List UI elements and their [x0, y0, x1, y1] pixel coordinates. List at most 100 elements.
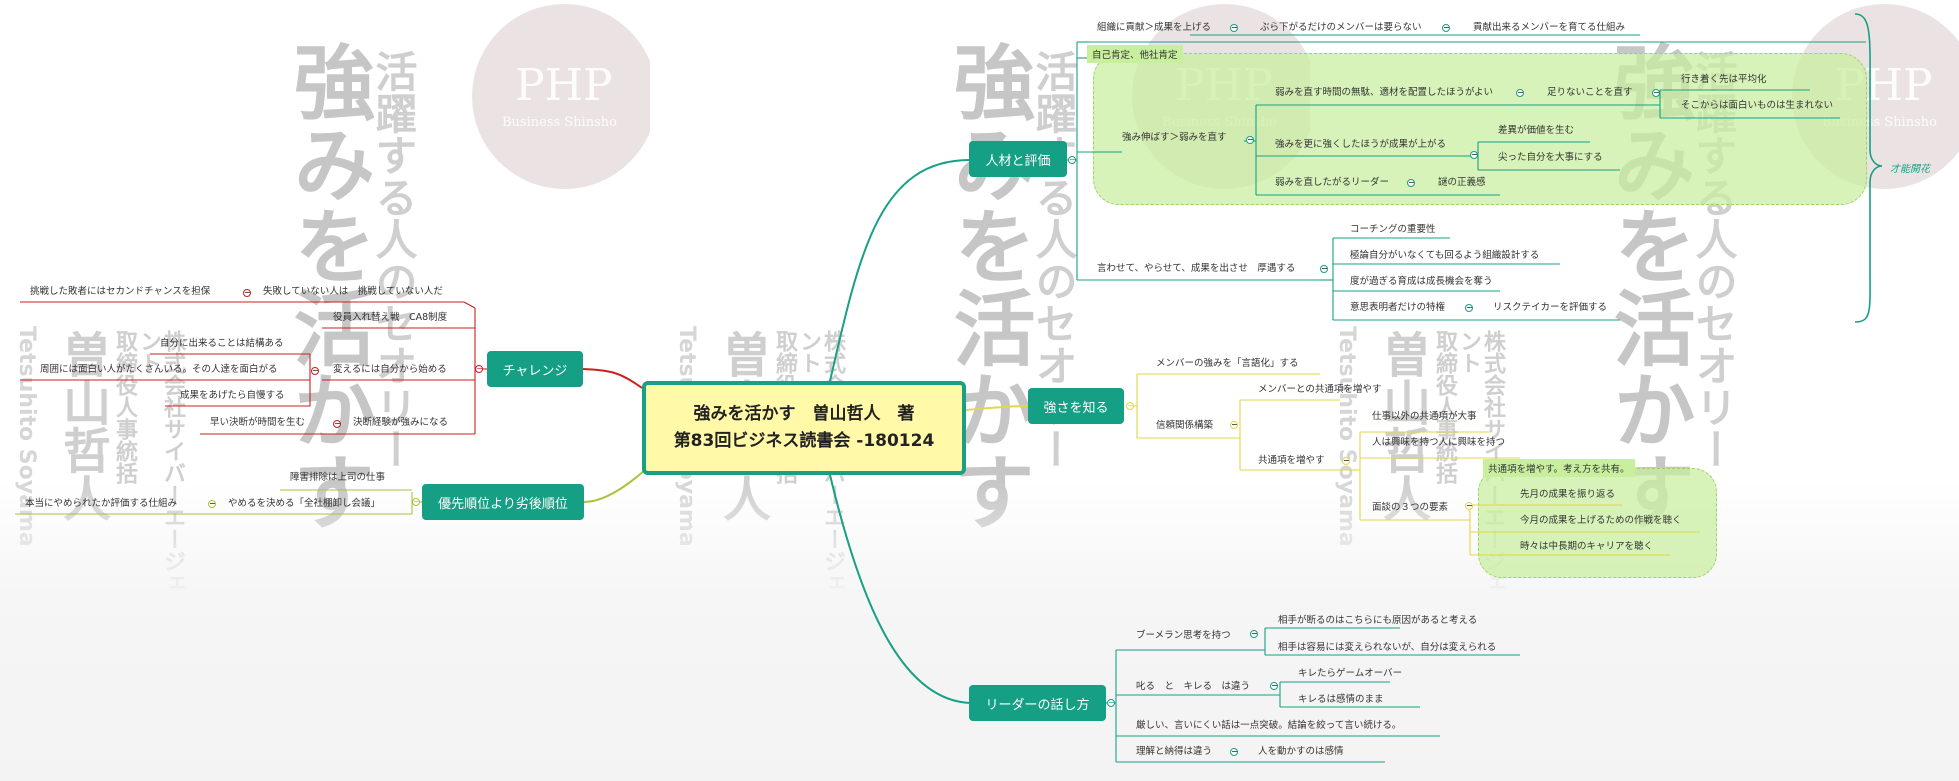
- toggle-iwasete[interactable]: −: [1320, 264, 1328, 273]
- toggle-kyoutsuu[interactable]: −: [1342, 456, 1350, 465]
- topic-challenge[interactable]: チャレンジ: [487, 351, 583, 387]
- toggle-sara[interactable]: −: [1470, 150, 1478, 159]
- jinzai-lines: [829, 13, 1883, 382]
- node-boomerang[interactable]: ブーメラン思考を持つ: [1136, 630, 1231, 641]
- node-shikaru-1[interactable]: キレたらゲームオーバー: [1298, 668, 1403, 679]
- node-mendan-1[interactable]: 先月の成果を振り返る: [1520, 489, 1616, 500]
- toggle-kaeru[interactable]: −: [311, 366, 319, 375]
- node-kaeru[interactable]: 変えるには自分から始める: [333, 364, 447, 375]
- node-mendan[interactable]: 面談の３つの要素: [1372, 502, 1449, 513]
- tsuyosa-lines: [965, 373, 1700, 556]
- node-rikai[interactable]: 理解と納得は違う: [1136, 746, 1213, 757]
- node-boomerang-2[interactable]: 相手は容易には変えられないが、自分は変えられる: [1278, 642, 1497, 653]
- topic-priority[interactable]: 優先順位より劣後順位: [422, 484, 584, 520]
- toggle-shikaru[interactable]: −: [1270, 681, 1278, 690]
- node-no-failure[interactable]: 失敗していない人は 挑戦していない人だ: [263, 286, 443, 297]
- toggle-burasagari[interactable]: −: [1442, 23, 1450, 32]
- central-topic[interactable]: 強みを活かす 曽山哲人 著 第83回ビジネス読書会 -180124: [642, 381, 966, 475]
- callout-jiko[interactable]: 自己肯定、他社肯定: [1087, 45, 1183, 63]
- node-kouken[interactable]: 貢献出来るメンバーを育てる仕組み: [1473, 22, 1626, 33]
- toggle-ishi[interactable]: −: [1465, 303, 1473, 312]
- php-logo-text: PHP: [515, 60, 613, 111]
- node-rikai-child[interactable]: 人を動かすのは感情: [1258, 746, 1344, 757]
- node-mendan-2[interactable]: 今月の成果を上げるための作戦を聴く: [1520, 515, 1682, 526]
- node-yameru-child[interactable]: 本当にやめられたか評価する仕組み: [25, 498, 178, 509]
- cloud-mendan: [1478, 468, 1717, 578]
- node-tsuyomi[interactable]: 強み伸ばす＞弱みを直す: [1122, 132, 1227, 143]
- node-kyokuron[interactable]: 極論自分がいなくても回るよう組織設計する: [1350, 250, 1540, 261]
- node-burasagari[interactable]: ぶら下がるだけのメンバーは要らない: [1260, 22, 1422, 33]
- leader-lines: [829, 474, 1520, 763]
- topic-jinzai[interactable]: 人材と評価: [969, 141, 1067, 177]
- node-nazo[interactable]: 謎の正義感: [1438, 177, 1486, 188]
- toggle-yowami[interactable]: −: [1516, 88, 1524, 97]
- toggle-naoshita[interactable]: −: [1407, 178, 1415, 187]
- node-ikusei[interactable]: 度が過ぎる育成は成長機会を奪う: [1350, 276, 1493, 287]
- toggle-tarinai[interactable]: −: [1652, 88, 1660, 97]
- topic-tsuyosa[interactable]: 強さを知る: [1028, 388, 1124, 424]
- node-yameru[interactable]: やめるを決める「全社棚卸し会議」: [228, 498, 381, 509]
- node-naoshita[interactable]: 弱みを直したがるリーダー: [1275, 177, 1390, 188]
- toggle-mendan[interactable]: −: [1465, 501, 1473, 510]
- toggle-rikai[interactable]: −: [1230, 747, 1238, 756]
- central-subtitle: 第83回ビジネス読書会 -180124: [673, 431, 935, 451]
- toggle-shinrai[interactable]: −: [1230, 420, 1238, 429]
- node-kyoutsuu-fuyasu[interactable]: メンバーとの共通項を増やす: [1258, 384, 1382, 395]
- node-risk[interactable]: リスクテイカーを評価する: [1493, 302, 1608, 313]
- central-title: 強みを活かす 曽山哲人 著: [693, 404, 915, 424]
- node-tarinai[interactable]: 足りないことを直す: [1547, 87, 1633, 98]
- node-kyoutsuu[interactable]: 共通項を増やす: [1258, 455, 1325, 466]
- node-kaeru-3[interactable]: 成果をあげたら自慢する: [180, 390, 285, 401]
- node-iwasete[interactable]: 言わせて、やらせて、成果を出させ 厚遇する: [1097, 263, 1296, 274]
- node-gengoka[interactable]: メンバーの強みを「言語化」する: [1156, 358, 1299, 369]
- node-soshiki[interactable]: 組織に貢献＞成果を上げる: [1097, 22, 1212, 33]
- toggle-yameru[interactable]: −: [208, 499, 216, 508]
- summary-label[interactable]: 才能開花: [1890, 164, 1930, 175]
- node-shikaru[interactable]: 叱る と キレる は違う: [1136, 681, 1251, 692]
- node-yakuin[interactable]: 役員入れ替え戦 CA8制度: [333, 312, 448, 323]
- php-logo-circle: [472, 4, 650, 189]
- toggle-challenge-top[interactable]: −: [243, 288, 251, 297]
- cover-role: 取締役人事統括: [112, 330, 137, 484]
- cover-subtitle: 活躍する人のセオリー: [369, 50, 418, 470]
- node-sai[interactable]: 差異が価値を生む: [1498, 125, 1575, 136]
- toggle-jinzai[interactable]: −: [1068, 155, 1076, 164]
- toggle-tsuyomi[interactable]: −: [1246, 135, 1254, 144]
- node-mendan-3[interactable]: 時々は中長期のキャリアを聴く: [1520, 541, 1654, 552]
- node-boomerang-1[interactable]: 相手が断るのはこちらにも原因があると考える: [1278, 615, 1478, 626]
- cloud-strengths: [1093, 53, 1867, 205]
- toggle-tsuyosa[interactable]: −: [1126, 401, 1134, 410]
- node-kaeru-2[interactable]: 周囲には面白い人がたくさんいる。その人達を面白がる: [40, 364, 278, 375]
- node-shinrai[interactable]: 信頼関係構築: [1156, 420, 1214, 431]
- node-hayai[interactable]: 早い決断が時間を生む: [210, 417, 306, 428]
- node-shigoto[interactable]: 仕事以外の共通項が大事: [1372, 411, 1477, 422]
- node-coaching[interactable]: コーチングの重要性: [1350, 224, 1436, 235]
- toggle-leader[interactable]: −: [1107, 698, 1115, 707]
- node-kibishii[interactable]: 厳しい、言いにくい話は一点突破。結論を絞って言い続ける。: [1136, 720, 1402, 731]
- node-second-chance[interactable]: 挑戦した敗者にはセカンドチャンスを担保: [30, 286, 211, 297]
- node-omoshiroku[interactable]: そこからは面白いものは生まれない: [1681, 100, 1834, 111]
- node-shikaru-2[interactable]: キレるは感情のまま: [1298, 694, 1384, 705]
- toggle-boomerang[interactable]: −: [1250, 629, 1258, 638]
- node-ishi[interactable]: 意思表明者だけの特権: [1350, 302, 1446, 313]
- node-heikin[interactable]: 行き着く先は平均化: [1681, 74, 1767, 85]
- toggle-hayai[interactable]: −: [333, 419, 341, 428]
- cover-title: 強みを活かす: [279, 40, 374, 532]
- node-kaeru-1[interactable]: 自分に出来ることは結構ある: [160, 338, 284, 349]
- node-hayai-child[interactable]: 決断経験が強みになる: [353, 417, 449, 428]
- toggle-soshiki[interactable]: −: [1230, 23, 1238, 32]
- toggle-challenge[interactable]: −: [475, 364, 483, 373]
- challenge-lines: [20, 301, 643, 435]
- node-kyoumi[interactable]: 人は興味を持つ人に興味を持つ: [1372, 437, 1506, 448]
- priority-lines: [15, 469, 646, 515]
- node-sara[interactable]: 強みを更に強くしたほうが成果が上がる: [1275, 139, 1447, 150]
- topic-leader[interactable]: リーダーの話し方: [969, 685, 1106, 721]
- callout-kyoutsuu[interactable]: 共通項を増やす。考え方を共有。: [1483, 459, 1635, 477]
- node-shougai[interactable]: 障害排除は上司の仕事: [290, 472, 386, 483]
- node-togatta[interactable]: 尖った自分を大事にする: [1498, 152, 1603, 163]
- toggle-priority[interactable]: −: [412, 497, 420, 506]
- php-logo-sub: Business Shinsho: [502, 115, 617, 130]
- node-yowami-jikan[interactable]: 弱みを直す時間の無駄、適材を配置したほうがよい: [1275, 87, 1494, 98]
